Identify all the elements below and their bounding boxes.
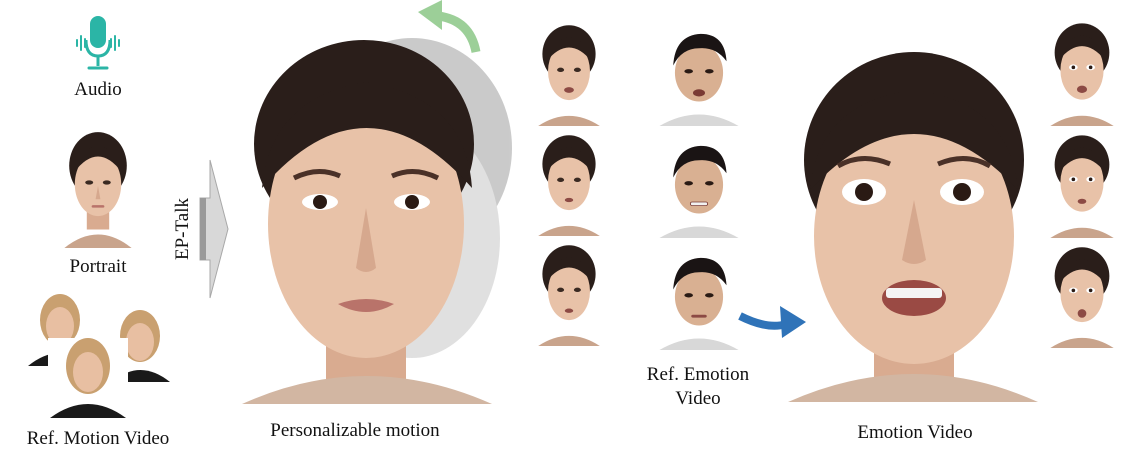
output-frame-1 [1046, 16, 1118, 126]
output-frame-3 [1046, 240, 1118, 348]
emotion-frame-female-1 [534, 18, 604, 126]
ref-motion-label: Ref. Motion Video [26, 428, 170, 449]
microphone-icon [72, 12, 124, 74]
emotion-frame-female-3 [534, 238, 604, 346]
blue-arrow-icon [738, 300, 808, 340]
emotion-frame-male-2 [656, 130, 742, 238]
ep-talk-text: EP-Talk [172, 198, 193, 260]
portrait-label: Portrait [69, 256, 127, 277]
curved-arrow-icon [414, 0, 484, 54]
emotion-frame-male-3 [656, 242, 742, 350]
personalizable-motion-image [222, 28, 522, 404]
ref-motion-collage [24, 290, 174, 418]
ep-talk-label: EP-Talk [172, 194, 194, 264]
portrait-image [58, 122, 138, 248]
ref-emotion-label-line1: Ref. Emotion [646, 364, 750, 385]
personalizable-motion-label: Personalizable motion [270, 420, 440, 441]
emotion-video-image [778, 40, 1046, 402]
output-frame-2 [1046, 128, 1118, 238]
emotion-frame-male-1 [656, 18, 742, 126]
gray-block-arrow-icon [196, 158, 230, 300]
ref-emotion-label-line2: Video [675, 388, 721, 409]
audio-label: Audio [74, 79, 122, 100]
emotion-video-label: Emotion Video [857, 422, 973, 443]
emotion-frame-female-2 [534, 128, 604, 236]
